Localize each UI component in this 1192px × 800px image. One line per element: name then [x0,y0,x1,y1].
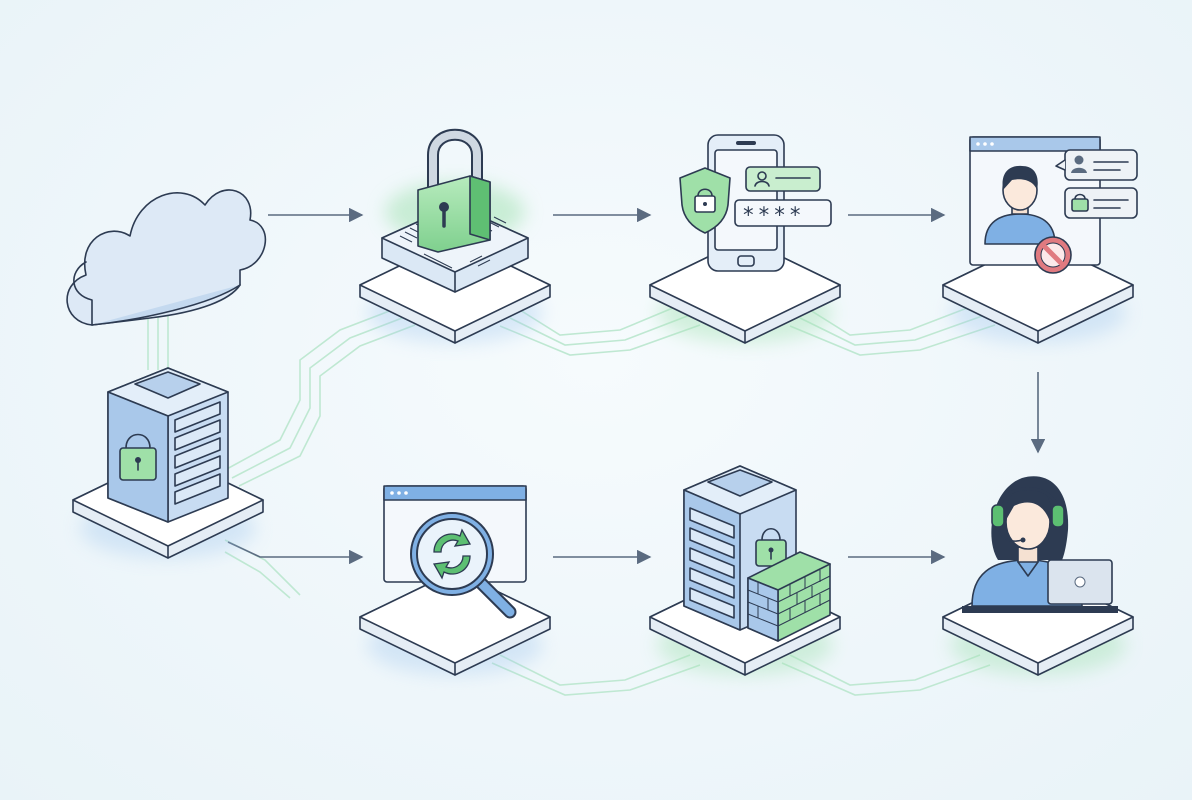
server-rack-icon [107,367,229,523]
refresh-icon [432,528,472,580]
platform-scan [359,570,551,676]
password-field: **** [734,199,832,227]
arrow-server-to-scan [227,541,364,565]
padlock-icon [417,128,491,253]
username-field-icon [745,166,821,192]
sync-scan-node [383,485,527,619]
mobile-authentication-node: **** [679,134,832,272]
user-avatar-icon [984,165,1056,245]
access-denied-node [969,136,1138,274]
blocked-icon [1034,236,1072,274]
flow-arrows [227,207,1046,565]
circuit-traces [147,300,996,696]
laptop-icon [962,559,1118,613]
profile-chat-bubble [1055,149,1138,181]
lock-icon [755,527,787,567]
support-agent-node [962,476,1118,613]
firewall-icon [747,551,831,642]
encrypted-storage-node [381,128,529,293]
lock-chat-bubble [1064,187,1138,219]
lock-icon [119,433,157,481]
platform-mobile [649,238,841,344]
password-mask: **** [742,203,805,227]
cloud-icon [66,189,267,326]
shield-icon [679,167,731,234]
magnifier-icon [410,512,517,619]
secured-database-node [683,465,831,642]
cloud-server-node [66,189,267,523]
